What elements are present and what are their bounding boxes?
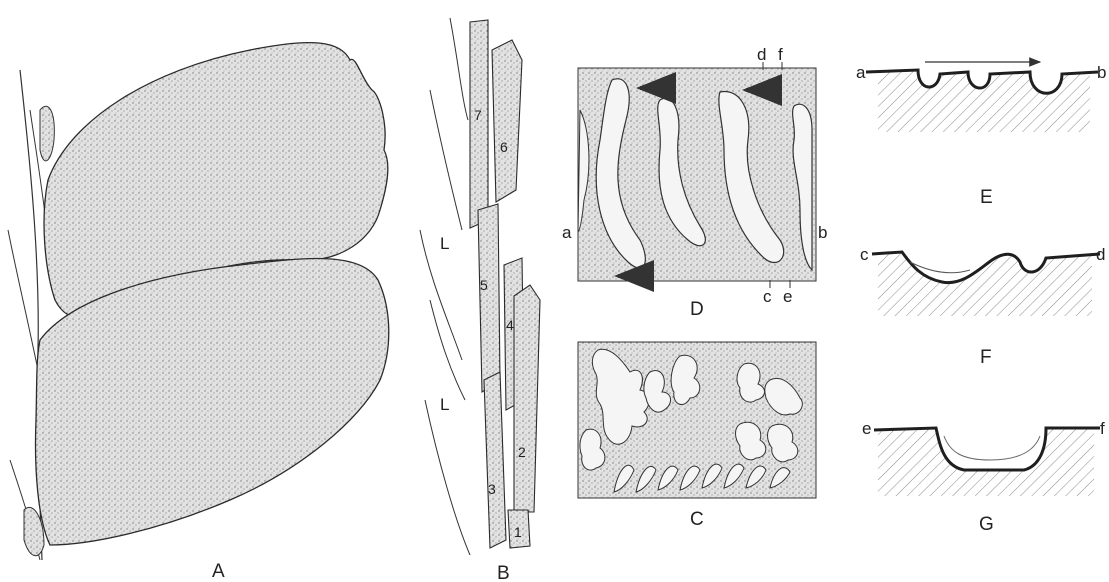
segment-label-3: 3 [488, 481, 496, 497]
panel-c: C [578, 342, 816, 530]
panel-b: L L 7 6 5 4 3 2 1 B [420, 18, 540, 582]
segment-label-2: 2 [518, 444, 526, 460]
axis-segment-6 [492, 40, 522, 202]
end-label-d: d [1096, 245, 1105, 264]
leaf-label: L [440, 234, 449, 253]
inner-surface [944, 436, 1040, 460]
segment-label-7: 7 [474, 107, 482, 123]
segment-label-5: 5 [480, 277, 488, 293]
panel-e-label: E [980, 187, 993, 208]
marker-label-b: b [818, 223, 827, 242]
axis-segment-3 [484, 372, 506, 548]
axis-segment-2 [514, 285, 540, 512]
panel-d: a b c d e f D [562, 45, 827, 320]
segment-label-6: 6 [500, 139, 508, 155]
panel-f-label: F [980, 347, 992, 368]
panel-g-label: G [979, 514, 994, 535]
marker-label-d: d [757, 45, 766, 64]
panel-f: c d F [860, 245, 1105, 368]
leaf-edge [425, 400, 470, 555]
end-label-b: b [1097, 63, 1106, 82]
marker-label-a: a [562, 223, 572, 242]
panel-b-label: B [497, 563, 510, 582]
leaflet [40, 106, 54, 161]
marker-label-c: c [763, 287, 772, 306]
panel-a: A [8, 43, 389, 582]
leaf-edge [430, 300, 465, 400]
marker-label-e: e [783, 287, 792, 306]
segment-label-1: 1 [514, 524, 522, 540]
axis-segment-7 [470, 20, 488, 228]
section-substrate [878, 70, 1090, 132]
leaf-edge [450, 18, 468, 120]
panel-c-label: C [690, 509, 704, 530]
end-label-e: e [862, 419, 871, 438]
end-label-c: c [860, 245, 869, 264]
end-label-f: f [1100, 419, 1105, 438]
axis-segment-5 [478, 204, 500, 392]
panel-e: a b E [856, 62, 1106, 208]
panel-a-label: A [212, 561, 225, 582]
leaf-edge [430, 90, 462, 230]
stem [8, 230, 40, 380]
end-label-a: a [856, 63, 866, 82]
segment-label-4: 4 [506, 317, 514, 333]
section-substrate [878, 428, 1094, 496]
panel-g: e f G [862, 419, 1105, 535]
marker-label-f: f [778, 45, 783, 64]
panel-d-label: D [690, 299, 704, 320]
leaf-label: L [440, 395, 449, 414]
